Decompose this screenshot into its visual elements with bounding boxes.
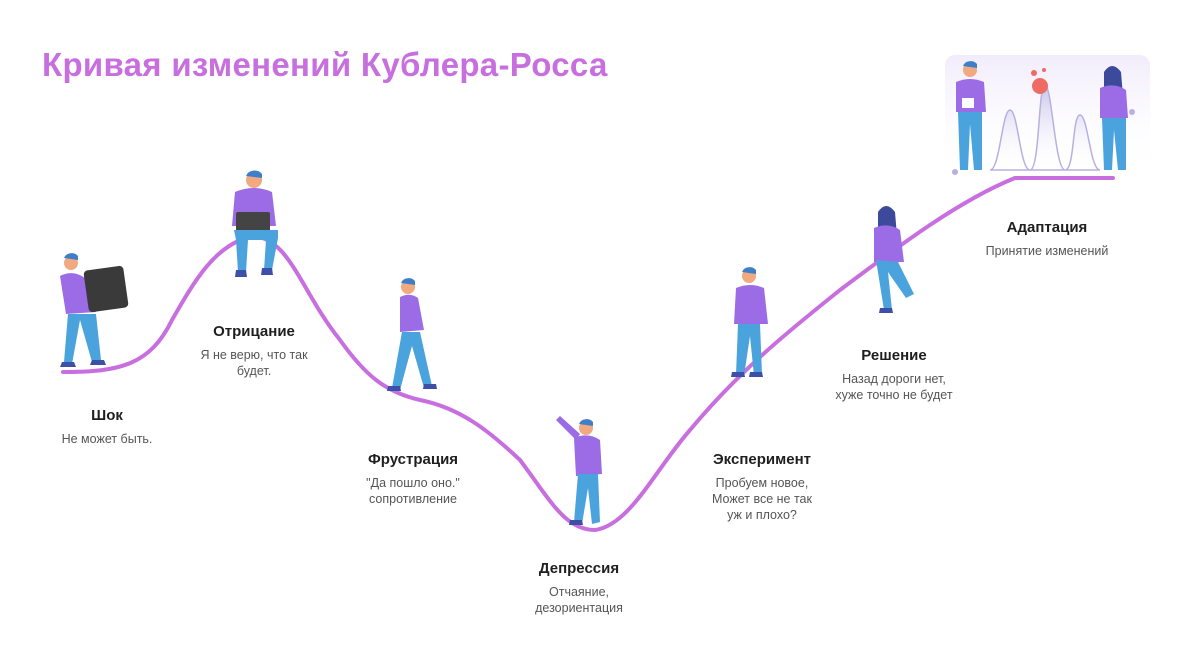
stage-denial: Отрицание Я не верю, что так будет.	[144, 323, 364, 379]
stage-depression-desc-line: дезориентация	[535, 601, 623, 615]
stage-denial-desc-line: Я не верю, что так	[200, 348, 308, 362]
stage-decision-name: Решение	[861, 347, 927, 364]
standing-person-icon	[731, 267, 768, 377]
adaptation-scene-icon	[945, 55, 1150, 175]
stage-experiment: Эксперимент Пробуем новое, Может все не …	[652, 451, 872, 523]
stage-experiment-desc-line: Пробуем новое,	[715, 476, 809, 490]
kubler-ross-curve	[61, 176, 1115, 533]
stage-frustration-name: Фрустрация	[367, 451, 459, 468]
stage-frustration-desc-line: "Да пошло оно."	[366, 476, 460, 490]
person-carrying-box-icon	[60, 253, 129, 367]
walking-person-icon	[387, 278, 437, 391]
stage-adaptation-name: Адаптация	[1006, 219, 1088, 236]
sitting-woman-icon	[874, 206, 914, 313]
stage-depression: Депрессия Отчаяние, дезориентация	[469, 560, 689, 616]
stage-decision-desc-line: хуже точно не будет	[835, 388, 953, 402]
stage-depression-name: Депрессия	[538, 560, 620, 577]
stage-frustration-desc-line: сопротивление	[369, 492, 457, 506]
stage-denial-name: Отрицание	[213, 323, 295, 340]
stage-shock: Шок Не может быть.	[0, 407, 217, 447]
stage-frustration: Фрустрация "Да пошло оно." сопротивление	[303, 451, 523, 507]
stage-adaptation: Адаптация Принятие изменений	[937, 219, 1157, 259]
stage-decision: Решение Назад дороги нет, хуже точно не …	[784, 347, 1004, 403]
person-with-laptop-icon	[232, 170, 278, 277]
stage-experiment-desc-line: уж и плохо?	[727, 508, 797, 522]
page-title: Кривая изменений Кублера-Росса	[42, 46, 608, 83]
stage-depression-desc-line: Отчаяние,	[549, 585, 609, 599]
stage-experiment-name: Эксперимент	[713, 451, 811, 468]
stage-shock-desc-line: Не может быть.	[61, 432, 153, 446]
stage-decision-desc-line: Назад дороги нет,	[842, 372, 946, 386]
waving-person-icon	[556, 416, 602, 525]
stage-denial-desc-line: будет.	[236, 364, 272, 378]
stage-shock-name: Шок	[91, 407, 123, 424]
stage-experiment-desc-line: Может все не так	[712, 492, 812, 506]
stage-adaptation-desc-line: Принятие изменений	[985, 244, 1109, 258]
